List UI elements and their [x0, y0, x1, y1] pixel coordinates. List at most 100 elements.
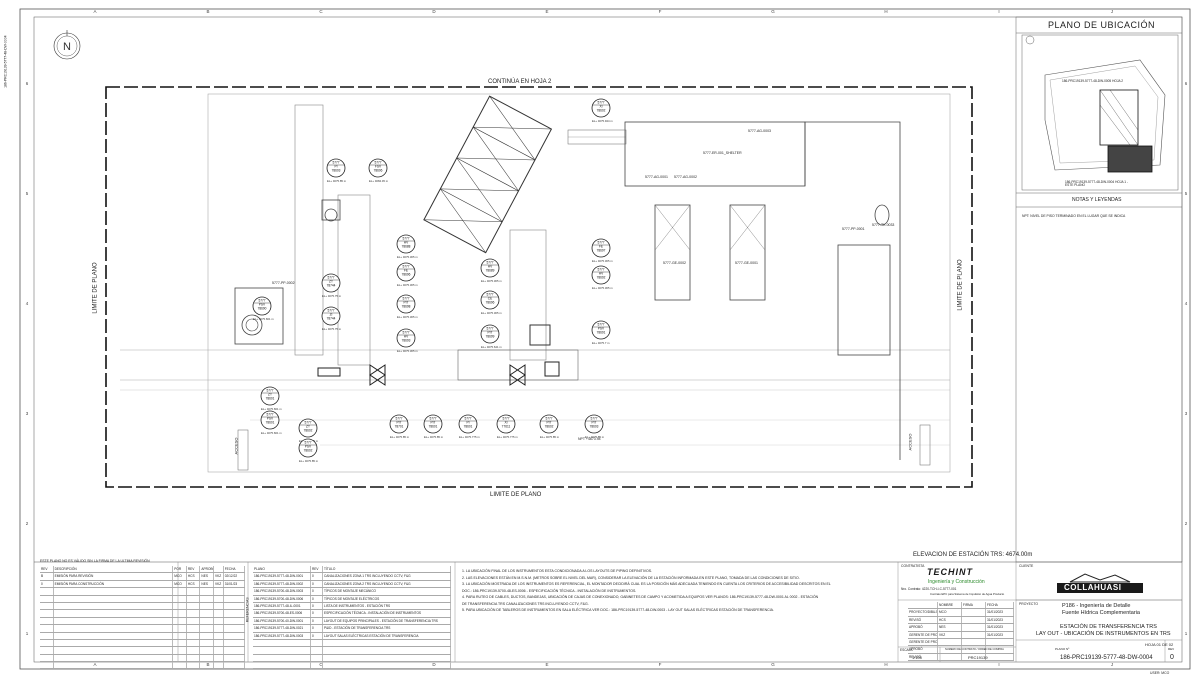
- instrument-tag: ZT: [306, 425, 310, 429]
- grid-row-number: 6: [1185, 81, 1188, 86]
- instrument-elevation: EL+ 4684.45 m: [369, 179, 389, 183]
- table-cell: ESPECIFICACIÓN TÉCNICA - INSTALACIÓN DE …: [323, 610, 451, 617]
- plan-no-label: PLANO Nº: [1055, 647, 1070, 651]
- table-cell: 31/01/23: [224, 580, 246, 588]
- equipment-ag-0002: 5777-AG-0002: [674, 175, 697, 179]
- table-cell: [200, 662, 214, 669]
- revision-row: [40, 610, 246, 618]
- table-cell: [224, 588, 246, 595]
- table-cell: TÍPICOS DE MONTAJE MECÁNICO: [323, 588, 451, 595]
- note-line: 3. LA UBICACIÓN MOSTRADA DE LOS INSTRUME…: [462, 582, 831, 586]
- instrument-elevation: EL+ 4675.775 m: [459, 435, 480, 439]
- instrument-elevation: EL+ 4675.305 m: [397, 349, 418, 353]
- table-cell: [224, 662, 246, 669]
- instrument-tag: 5777: [402, 265, 409, 269]
- instrument-elevation: EL+ 4675.7 m: [592, 341, 610, 345]
- table-cell: APROBÓ: [201, 566, 214, 573]
- table-cell: REVISÓ: [908, 616, 938, 624]
- project-line-2: Fuente Hídrica Complementaria: [1062, 610, 1140, 616]
- instrument-tag: 78696: [402, 273, 411, 277]
- table-cell: B: [40, 573, 54, 580]
- contract-description: Contrato EPC para Sistema de Impulsión d…: [930, 592, 1005, 596]
- grid-column-letter: B: [206, 9, 209, 14]
- table-cell: [40, 617, 54, 625]
- plan-limit-right-label: LIMITE DE PLANO: [957, 259, 964, 311]
- instrument-tag: PI: [334, 165, 337, 169]
- table-cell: PLANO: [253, 566, 311, 573]
- contract-no-value: PRC19139: [968, 655, 988, 660]
- table-cell: [224, 602, 246, 610]
- table-cell: [173, 595, 187, 602]
- instrument-elevation: EL+ 4675.305 m: [592, 286, 613, 290]
- table-cell: [54, 595, 174, 602]
- instrument-elevation: EL+ 4675.305 m: [592, 259, 613, 263]
- table-cell: [214, 662, 224, 669]
- table-cell: [54, 662, 174, 669]
- instrument-tag: 5777: [266, 413, 273, 417]
- instrument-tag: HV: [404, 335, 409, 339]
- grid-row-number: 4: [26, 301, 29, 306]
- pipe-column-left: [294, 104, 324, 356]
- instrument-tag: FE: [599, 245, 603, 249]
- instrument-elevation: EL+ 4675.305 m: [397, 255, 418, 259]
- grid-column-letter: J: [1111, 9, 1113, 14]
- table-cell: 31/01/2023: [986, 631, 1014, 638]
- references-vertical-label: REFERENCIAS: [245, 597, 250, 623]
- table-cell: [962, 653, 986, 661]
- table-cell: EMISIÓN PARA CONSTRUCCIÓN: [54, 580, 174, 588]
- table-cell: NES: [938, 624, 962, 631]
- table-cell: 0: [311, 580, 323, 588]
- table-cell: [40, 639, 54, 647]
- svg-text:N: N: [63, 41, 71, 53]
- equipment-ge-0002: 5777-GE-0002: [663, 261, 686, 265]
- table-cell: [214, 602, 224, 610]
- table-cell: EMISIÓN PARA REVISIÓN: [54, 573, 174, 580]
- equipment-ag-0001: 5777-AG-0001: [645, 175, 668, 179]
- table-cell: [40, 595, 54, 602]
- grid-column-letter: H: [884, 662, 887, 667]
- table-cell: REV: [311, 566, 323, 573]
- table-cell: [173, 662, 187, 669]
- instrument-tag: XI: [599, 105, 602, 109]
- table-cell: [224, 617, 246, 625]
- table-cell: [962, 616, 986, 624]
- location-map: [1021, 34, 1179, 191]
- grid-row-number: 1: [1185, 631, 1188, 636]
- table-cell: NOMBRE: [938, 602, 962, 609]
- contractor-logo: TECHINT: [927, 567, 973, 577]
- plan-limit-bottom-label: LIMITE DE PLANO: [490, 492, 542, 498]
- table-cell: [253, 639, 311, 647]
- table-cell: [214, 639, 224, 647]
- client-logo-icon: [1055, 572, 1145, 594]
- table-cell: [214, 617, 224, 625]
- table-cell: LAYOUT SALAS ELÉCTRICAS ESTACIÓN DE TRAN…: [323, 632, 451, 639]
- access-right-label: ACCESO: [907, 433, 913, 451]
- table-cell: [214, 566, 224, 573]
- grid-column-letter: A: [93, 662, 96, 667]
- instrument-tag: ZI: [330, 313, 333, 317]
- table-cell: [938, 638, 962, 646]
- note-line: 2. LAS ELEVACIONES ESTÁN EN M.S.N.M. (ME…: [462, 575, 800, 580]
- table-cell: [187, 662, 201, 669]
- table-cell: [323, 639, 451, 647]
- table-cell: [54, 639, 174, 647]
- table-cell: FECHA: [986, 602, 1014, 609]
- plan-limit-left-label: LIMITE DE PLANO: [92, 262, 99, 314]
- table-cell: TÍPICOS DE MONTAJE ELÉCTRICOS: [323, 595, 451, 602]
- table-cell: [224, 625, 246, 632]
- table-cell: [224, 632, 246, 639]
